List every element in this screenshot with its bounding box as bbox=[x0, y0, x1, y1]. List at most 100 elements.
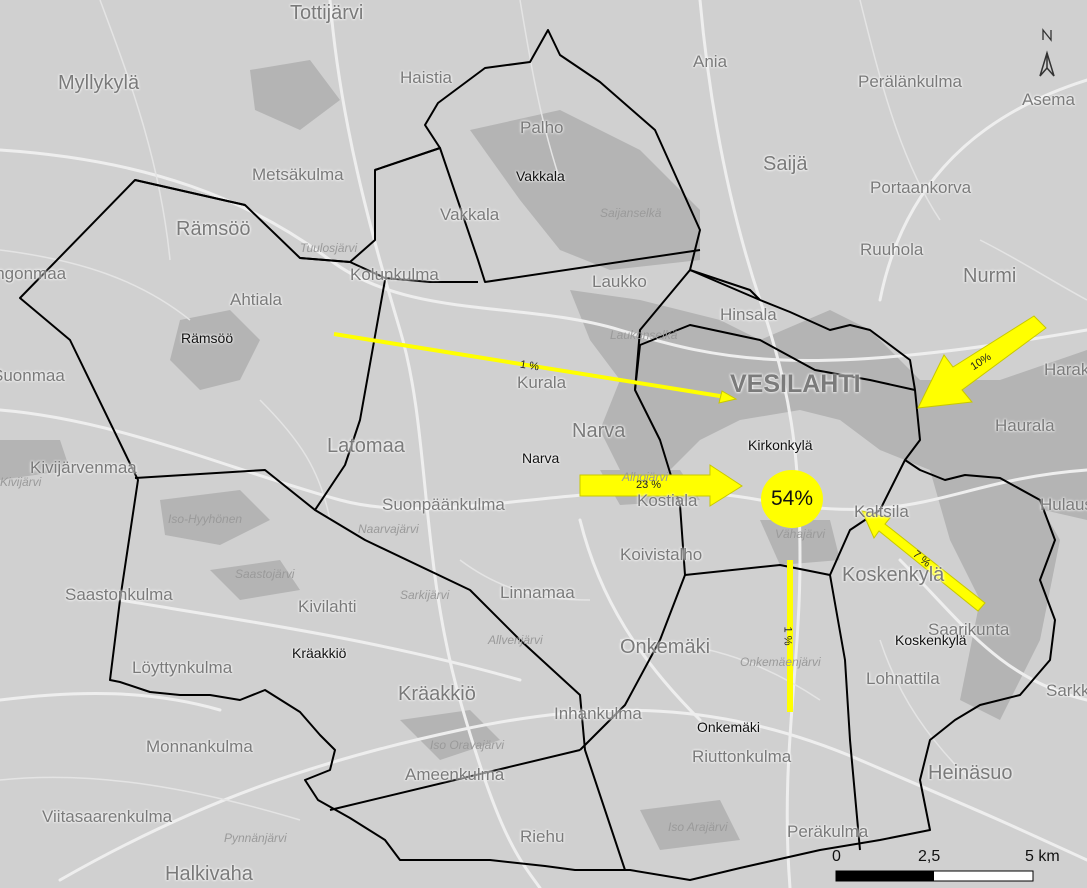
place-label: Palho bbox=[520, 118, 564, 137]
place-label: Tuulosjärvi bbox=[300, 241, 358, 255]
place-label: Koivistalho bbox=[620, 545, 703, 564]
place-label: Haurala bbox=[995, 416, 1055, 435]
flow-arrow-koskenkyla bbox=[861, 510, 986, 612]
area-label: Vakkala bbox=[516, 168, 565, 184]
flow-arrow-narva bbox=[579, 464, 743, 507]
place-label: Saastonkulma bbox=[65, 585, 173, 604]
flow-arrow-ramsoo bbox=[333, 332, 738, 404]
place-label: Ania bbox=[693, 52, 728, 71]
place-label: Ameenkulma bbox=[405, 765, 505, 784]
place-label: Kostiala bbox=[637, 491, 698, 510]
place-label: Saarikunta bbox=[928, 620, 1010, 639]
place-label: Iso-Hyyhönen bbox=[168, 512, 243, 526]
flow-label-onkemaki: 1 % bbox=[781, 626, 794, 646]
place-label: Inhankulma bbox=[554, 704, 642, 723]
place-label: Alhojärvi bbox=[622, 470, 669, 484]
place-label: Myllykylä bbox=[58, 72, 140, 94]
place-label: Ruuhola bbox=[860, 240, 924, 259]
boundary-narva-krakkio bbox=[134, 469, 316, 511]
boundary-kirkonkyla bbox=[689, 269, 761, 301]
place-label: Iso Arajärvi bbox=[668, 820, 728, 834]
scale-label-mid: 2,5 bbox=[918, 848, 941, 865]
boundary-onke-kosk bbox=[829, 574, 861, 851]
place-label: Viitasaarenkulma bbox=[42, 807, 173, 826]
place-label: Lohnattila bbox=[866, 669, 940, 688]
place-label: Kivijärvenmaa bbox=[30, 458, 137, 477]
place-label: Nurmi bbox=[963, 265, 1017, 287]
place-label: Suonpäänkulma bbox=[382, 495, 505, 514]
lake-rams bbox=[170, 310, 260, 390]
place-label: Peräkulma bbox=[787, 822, 869, 841]
place-label: Saastojärvi bbox=[235, 567, 295, 581]
boundary-narva-onke bbox=[579, 269, 691, 751]
place-label: Kurala bbox=[517, 373, 567, 392]
place-label: Onkemäenjärvi bbox=[740, 655, 821, 669]
place-label: Latomaa bbox=[327, 435, 405, 457]
place-label: Portaankorva bbox=[870, 178, 972, 197]
place-label: Onkemäki bbox=[620, 636, 711, 658]
place-label: Pynnänjärvi bbox=[224, 831, 287, 845]
place-label: Saijä bbox=[763, 153, 808, 175]
boundary-krakkio-sw bbox=[329, 749, 581, 811]
kirkonkyla-share-circle: 54% bbox=[761, 470, 823, 528]
place-label: VESILAHTI bbox=[730, 370, 861, 398]
place-label: Halkivaha bbox=[165, 863, 253, 885]
place-label: Kivilahti bbox=[298, 597, 357, 616]
boundary-rams-vakkala bbox=[134, 179, 246, 206]
place-label: Hinsala bbox=[720, 305, 777, 324]
place-label: Asema bbox=[1022, 90, 1075, 109]
place-label: Kolunkulma bbox=[350, 265, 439, 284]
lake-saasto bbox=[210, 560, 300, 600]
boundary-center bbox=[314, 279, 626, 871]
place-label: Vakkala bbox=[440, 205, 500, 224]
place-label: Heinäsuo bbox=[928, 762, 1013, 784]
flow-arrow-east bbox=[917, 315, 1047, 409]
place-label: Sarkki bbox=[1046, 681, 1087, 700]
place-label: Perälänkulma bbox=[858, 72, 962, 91]
water-bodies bbox=[0, 60, 1087, 850]
place-label: Riuttonkulma bbox=[692, 747, 792, 766]
place-label: Kräakkiö bbox=[398, 683, 476, 705]
place-label: Vähajärvi bbox=[775, 527, 826, 541]
place-label: Haistia bbox=[400, 68, 452, 87]
place-label: Laukonselkä bbox=[610, 328, 678, 342]
area-label: Koskenkylä bbox=[895, 632, 967, 648]
scale-label-0: 0 bbox=[832, 848, 841, 865]
lake-saijanselka bbox=[470, 110, 700, 270]
boundary-vakkala bbox=[374, 147, 701, 283]
area-label: Onkemäki bbox=[697, 719, 761, 735]
flow-arrows bbox=[333, 315, 1047, 712]
place-label: Tottijärvi bbox=[290, 2, 364, 24]
lake-hyyhonen bbox=[160, 490, 270, 545]
place-label: Rämsöö bbox=[176, 218, 251, 240]
place-label: Sarkijärvi bbox=[400, 588, 450, 602]
place-label: Kivijärvi bbox=[0, 475, 42, 489]
minor-roads bbox=[0, 0, 1087, 821]
outer-boundary bbox=[19, 29, 1056, 881]
area-label: Narva bbox=[522, 450, 560, 466]
place-label: Metsäkulma bbox=[252, 165, 344, 184]
place-label: Ahtiala bbox=[230, 290, 282, 309]
place-label: Löyttynkulma bbox=[132, 658, 233, 677]
place-label: Harakl bbox=[1044, 360, 1087, 379]
place-label: Naarvajärvi bbox=[358, 522, 419, 536]
boundaries bbox=[19, 29, 1056, 881]
place-label: Koskenkylä bbox=[842, 564, 945, 586]
place-label: Riehu bbox=[520, 827, 565, 846]
place-label: Suonmaa bbox=[0, 366, 65, 385]
boundary-kirkonkyla-loop bbox=[634, 324, 916, 391]
north-arrow-icon bbox=[1039, 28, 1055, 77]
area-label: Kirkonkylä bbox=[748, 437, 813, 453]
lake-north bbox=[250, 60, 340, 130]
flow-label-narva: 23 % bbox=[636, 479, 662, 491]
area-label: Rämsöö bbox=[181, 330, 234, 346]
place-label: Saijanselkä bbox=[600, 206, 662, 220]
lake-kivijarvi bbox=[0, 440, 70, 480]
boundary-onke-kirk bbox=[684, 459, 906, 576]
flow-arrow-onkemaki bbox=[787, 560, 793, 712]
lake-arajarvi bbox=[640, 800, 740, 850]
scale-bar bbox=[835, 870, 1034, 882]
lake-vesilahti bbox=[570, 290, 1087, 520]
